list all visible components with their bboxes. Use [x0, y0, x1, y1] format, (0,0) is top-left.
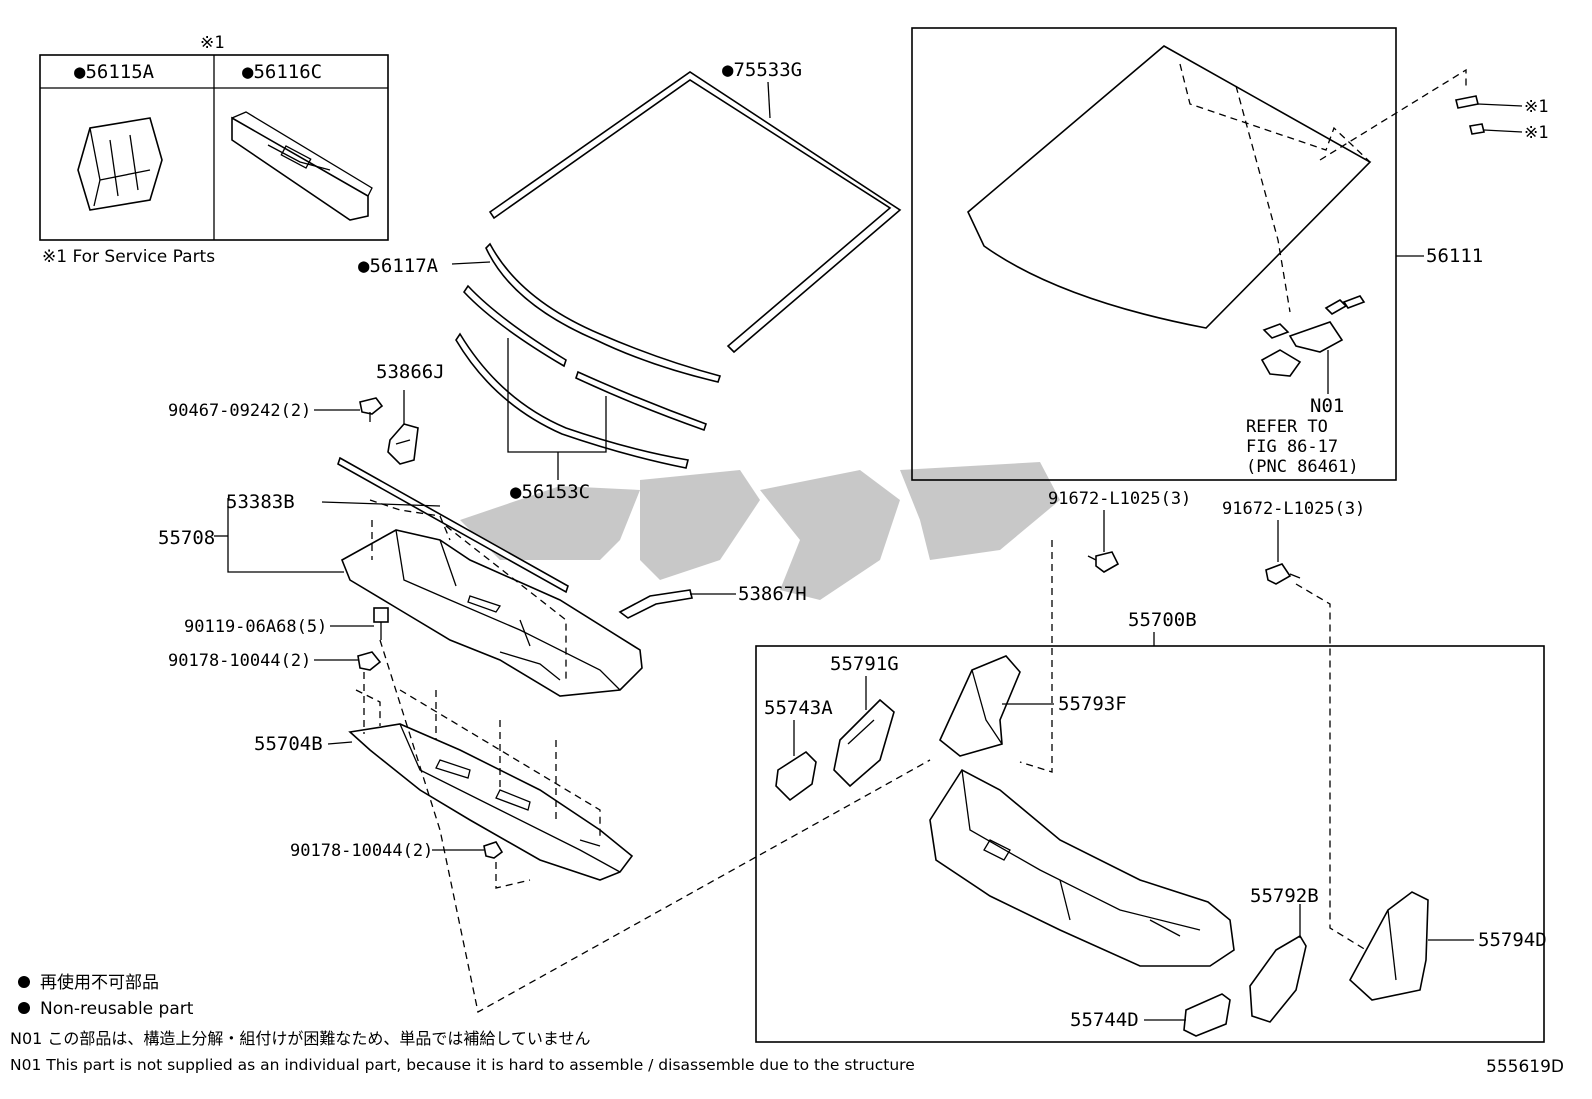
nut-90178-b-drawing — [483, 841, 504, 859]
clip-90467-drawing — [359, 397, 384, 422]
figure-id: 555619D — [1486, 1057, 1564, 1077]
bolt-91672-a-drawing — [1087, 551, 1120, 573]
label-55792B: 55792B — [1250, 885, 1319, 907]
service-footnote: ※1 For Service Parts — [42, 247, 215, 267]
nut-90178-a-drawing — [357, 651, 382, 671]
legend-en: Non-reusable part — [40, 999, 194, 1019]
bracket-55792B-drawing — [1249, 934, 1307, 1023]
sensor-bracket-drawing — [1260, 295, 1366, 377]
refer-line-3: (PNC 86461) — [1246, 457, 1359, 477]
bolt-91672-b-drawing — [1265, 563, 1301, 585]
label-75533G: ●75533G — [722, 59, 802, 81]
note-n01-jp: N01 この部品は、構造上分解・組付けが困難なため、単品では補給していません — [10, 1029, 590, 1048]
service-parts-box: ※1 ●56115A ●56116C ※1 For Service Parts — [39, 33, 389, 267]
legend-jp: 再使用不可部品 — [40, 972, 159, 993]
label-N01: N01 — [1310, 395, 1344, 417]
service-marker: ※1 — [200, 33, 224, 53]
legend-dot-1 — [18, 976, 30, 988]
molding-75533G-drawing — [488, 71, 902, 354]
label-56111: 56111 — [1426, 245, 1483, 267]
label-90178-a: 90178-10044(2) — [168, 651, 311, 671]
windshield-box — [911, 27, 1523, 481]
watermark-logo — [460, 462, 1060, 600]
note-n01-en: N01 This part is not supplied as an indi… — [10, 1056, 915, 1074]
refer-line-2: FIG 86-17 — [1246, 437, 1338, 457]
bracket-56116C-drawing — [231, 111, 373, 221]
cowl-panel-55708-drawing — [340, 499, 643, 697]
part-56116C-label: ●56116C — [242, 61, 322, 83]
label-55794D: 55794D — [1478, 929, 1547, 951]
label-55700B: 55700B — [1128, 609, 1197, 631]
label-53866J: 53866J — [376, 361, 445, 383]
clip-56115A-drawing — [77, 117, 163, 211]
cowl-lower-55704B-drawing — [348, 672, 634, 889]
label-90178-b: 90178-10044(2) — [290, 841, 433, 861]
bolt-90119-drawing — [373, 607, 389, 640]
label-90119: 90119-06A68(5) — [184, 617, 327, 637]
label-91672-a: 91672-L1025(3) — [1048, 489, 1191, 509]
label-55793F: 55793F — [1058, 693, 1127, 715]
label-55708: 55708 — [158, 527, 215, 549]
label-56153C: ●56153C — [510, 481, 590, 503]
refer-line-1: REFER TO — [1246, 417, 1328, 437]
label-55743A: 55743A — [764, 697, 833, 719]
label-55744D: 55744D — [1070, 1009, 1139, 1031]
bracket-53867H-drawing — [618, 589, 693, 619]
service-marker-2: ※1 — [1524, 123, 1548, 143]
label-90467: 90467-09242(2) — [168, 401, 311, 421]
label-56117A: ●56117A — [358, 255, 439, 277]
assembly-box-55700B — [755, 645, 1545, 1043]
bracket-55791G-drawing — [833, 698, 895, 788]
seal-53383B-drawing — [337, 456, 569, 594]
legend-dot-2 — [18, 1002, 30, 1014]
weatherstrip-56153C-drawing — [455, 284, 708, 469]
label-91672-b: 91672-L1025(3) — [1222, 499, 1365, 519]
part-56115A-label: ●56115A — [74, 61, 155, 83]
brace-55794D-drawing — [1348, 891, 1429, 1001]
service-marker-1: ※1 — [1524, 97, 1548, 117]
brace-55793F-drawing — [939, 655, 1021, 757]
bracket-55744D-drawing — [1183, 993, 1231, 1037]
label-53867H: 53867H — [738, 583, 807, 605]
label-55704B: 55704B — [254, 733, 323, 755]
cowl-panel-inner-drawing — [929, 768, 1235, 967]
label-53383B: 53383B — [226, 491, 295, 513]
weatherstrip-56117A-drawing — [485, 242, 722, 383]
bracket-55743A-drawing — [775, 750, 817, 802]
clip-53866J-drawing — [387, 423, 419, 465]
label-55791G: 55791G — [830, 653, 899, 675]
